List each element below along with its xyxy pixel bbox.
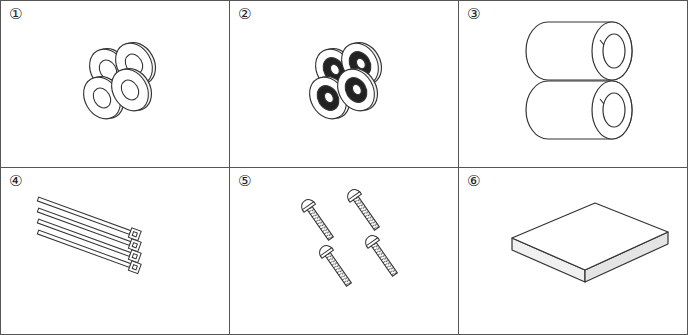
tubes [526, 22, 632, 139]
flat-washers [76, 35, 163, 126]
callout-number: ④ [9, 174, 22, 189]
insulating-washers [302, 35, 389, 126]
callout-number: ① [9, 7, 22, 22]
callout-number: ⑥ [467, 174, 480, 189]
screws [299, 187, 401, 289]
callout-number: ② [238, 7, 251, 22]
callout-number: ⑤ [238, 174, 251, 189]
pad [512, 203, 668, 282]
cable-ties [36, 194, 141, 273]
callout-number: ③ [467, 7, 480, 22]
